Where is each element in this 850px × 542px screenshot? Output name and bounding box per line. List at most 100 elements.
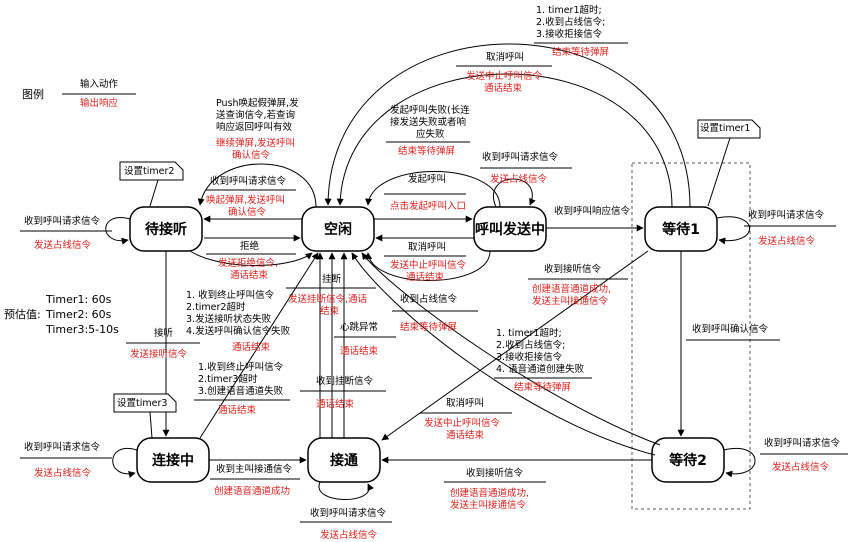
node-label: 等待1 <box>662 221 700 238</box>
edge-label: 继续弹屏,发送呼叫 <box>216 137 295 149</box>
edge-label: 发送拒绝信令, <box>218 257 278 269</box>
edge-label: 取消呼叫 <box>446 397 484 409</box>
node-idle[interactable]: 空闲 <box>301 206 375 252</box>
edge-label: 结束等待弹屏 <box>398 145 455 157</box>
note-timer1: 设置timer1 <box>697 119 761 207</box>
edge-label: 发送占线信令 <box>34 239 92 251</box>
edge-wait-answer-self <box>105 217 131 245</box>
edge-label: 收到接听信令 <box>466 467 524 479</box>
edge-label: 通话结束 <box>230 269 269 281</box>
edge-wait1-cancel-to-idle <box>336 73 673 208</box>
edge-calling-cancel <box>365 250 491 281</box>
estimate-label: 预估值: <box>4 308 41 321</box>
edge-label: 发送占线信令 <box>490 173 548 185</box>
edge-label: 发起呼叫 <box>408 173 446 185</box>
edge-label: 收到接听信令 <box>544 263 602 275</box>
edge-label: 心跳异常 <box>340 321 378 333</box>
edge-label: 收到呼叫请求信令 <box>764 437 841 449</box>
edge-label: 创建语音通道成功, <box>450 487 529 499</box>
edge-label: 1. 收到终止呼叫信令 <box>186 289 275 301</box>
edge-calling-self <box>493 178 536 208</box>
edge-wait2-self <box>723 447 756 478</box>
edge-label: 收到呼叫请求信令 <box>24 215 101 227</box>
node-label: 连接中 <box>152 452 194 469</box>
node-wait2[interactable]: 等待2 <box>651 437 725 483</box>
edge-label: 收到挂断信令 <box>316 375 374 387</box>
note-timer2: 设置timer2 <box>119 161 184 207</box>
edge-label: 发送挂断信令,通话 <box>288 293 368 305</box>
edge-wait2-fail-to-idle <box>351 252 656 456</box>
edge-label: 收到呼叫响应信令 <box>554 205 631 217</box>
edge-connected-self <box>318 481 374 500</box>
edge-label: 通话结束 <box>232 341 271 353</box>
edge-label: 发送中止呼叫信令 <box>390 259 467 271</box>
edge-label: 发起呼叫失败(长连 <box>390 104 470 116</box>
edge-label: 发送中止呼叫信令 <box>466 70 543 82</box>
node-label: 接通 <box>330 452 358 469</box>
edge-label: 2.timer2超时 <box>186 301 246 313</box>
edge-label: 应失败 <box>416 128 445 140</box>
edge-label: 收到呼叫请求信令 <box>310 507 387 519</box>
edge-label: 2.收到占线信令; <box>496 339 565 351</box>
legend-input: 输入动作 <box>80 78 119 90</box>
edge-label: 取消呼叫 <box>486 51 524 63</box>
edge-label: 3.创建语音通道失败 <box>198 385 284 397</box>
edge-label: 收到占线信令 <box>400 293 458 305</box>
edge-label: 结束 <box>320 305 340 317</box>
edge-label: 确认信令 <box>228 206 267 218</box>
node-connected[interactable]: 接通 <box>307 437 381 483</box>
edge-label: 设置timer3 <box>117 398 167 409</box>
node-wait-answer[interactable]: 待接听 <box>129 206 203 252</box>
edge-push-wake <box>197 163 317 208</box>
edge-call-fail <box>365 171 501 208</box>
edge-label: 收到呼叫请求信令 <box>748 209 825 221</box>
edge-label: 结束等待弹屏 <box>400 321 457 333</box>
legend-output: 输出响应 <box>80 97 119 109</box>
node-calling[interactable]: 呼叫发送中 <box>473 206 547 252</box>
edge-connecting-self <box>112 447 138 478</box>
edge-label: 拒绝 <box>240 240 260 252</box>
estimate-t1: Timer1: 60s <box>45 293 112 306</box>
estimate-t2: Timer2: 60s <box>45 308 112 321</box>
edge-label: Push唤起假弹屏,发 <box>216 97 299 109</box>
edge-label: 收到呼叫确认信令 <box>692 323 769 335</box>
edge-label: 4. 语音通道创建失败 <box>496 363 585 375</box>
edge-label: 2.timer3超时 <box>198 373 258 385</box>
edge-label: 收到呼叫请求信令 <box>210 175 287 187</box>
edge-wait1-self <box>716 216 750 245</box>
edge-label: 通话结束 <box>316 398 355 410</box>
legend-title: 图例 <box>22 87 44 101</box>
edge-label: 点击发起呼叫入口 <box>390 200 466 212</box>
edge-label: 送查询信令,若查询 <box>216 109 295 121</box>
edge-label: 1.收到终止呼叫信令 <box>198 361 284 373</box>
edge-label: 发送占线信令 <box>320 529 378 541</box>
edge-label: 唤起弹屏,发送呼叫 <box>206 194 285 206</box>
edge-label: 通话结束 <box>484 82 523 94</box>
edge-label: 发送主叫接通信令 <box>450 499 527 511</box>
edge-label: 4.发送呼叫确认信令失败 <box>186 325 291 337</box>
edge-label: 收到主叫接通信令 <box>216 463 293 475</box>
edge-label: 3.接收拒接信令 <box>536 28 603 40</box>
edge-label: 发送占线信令 <box>758 235 816 247</box>
edge-label: 2.收到占线信令; <box>536 16 605 28</box>
edge-label: 收到呼叫请求信令 <box>24 441 101 453</box>
node-wait1[interactable]: 等待1 <box>644 206 718 252</box>
edge-label: 3.发送接听状态失败 <box>186 313 272 325</box>
estimate-block: 预估值: Timer1: 60s Timer2: 60s Timer3:5-10… <box>4 293 119 336</box>
edge-label: 创建语音通道成功 <box>214 485 290 497</box>
node-connecting[interactable]: 连接中 <box>136 437 210 483</box>
edge-label: 取消呼叫 <box>408 241 446 253</box>
estimate-t3: Timer3:5-10s <box>45 323 119 336</box>
edge-label: 发送中止呼叫信令 <box>424 417 501 429</box>
edge-label: 发送占线信令 <box>772 461 830 473</box>
edge-label: 响应返回呼叫有效 <box>216 121 293 133</box>
edge-label: 结束等待弹屏 <box>514 381 571 393</box>
edge-label: 通话结束 <box>446 429 485 441</box>
edge-label: 发送主叫接通信令 <box>532 295 609 307</box>
note-timer3: 设置timer3 <box>113 393 177 439</box>
edge-wait1-timeout-to-idle <box>324 43 691 208</box>
edge-wait1-to-connected <box>381 250 649 441</box>
edge-label: 收到呼叫请求信令 <box>482 151 559 163</box>
edge-label: 确认信令 <box>232 149 271 161</box>
